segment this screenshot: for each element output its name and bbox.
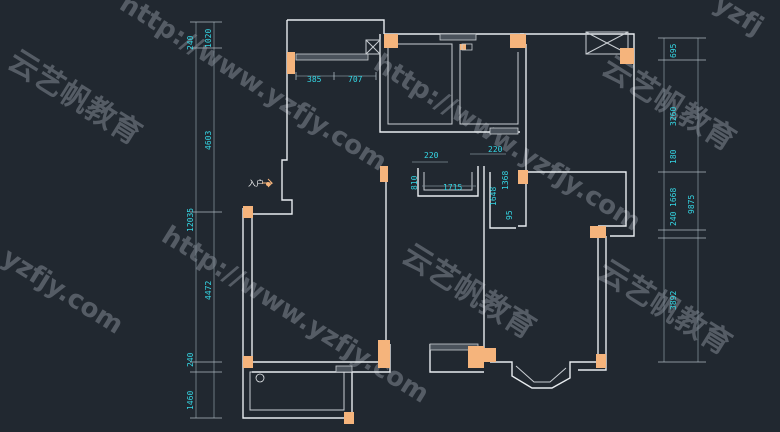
dim-right-695: 695 [669, 43, 678, 58]
detail-layer [255, 39, 473, 383]
dim-707: 707 [348, 75, 363, 84]
entrance-marker: 入户 [248, 178, 274, 188]
dim-left-4472: 4472 [204, 281, 213, 300]
entrance-label: 入户 [248, 178, 264, 188]
column [596, 354, 606, 368]
dim-1648: 1648 [489, 187, 498, 206]
column [518, 170, 528, 184]
wall-layer [242, 19, 635, 419]
dim-385: 385 [307, 75, 322, 84]
dim-left-240-bottom: 240 [186, 352, 195, 367]
column [287, 52, 295, 74]
dim-220-a: 220 [424, 151, 439, 160]
dim-right-3892: 3892 [669, 291, 678, 310]
watermark-brand-left: 云艺帆教育 [2, 43, 148, 152]
dim-left-1020: 1020 [204, 29, 213, 48]
dim-left-1460: 1460 [186, 391, 195, 410]
watermark-url-top: http://www.yzfjy.com [114, 0, 392, 178]
dim-right-180: 180 [669, 149, 678, 164]
column [243, 356, 253, 368]
interior-dimension-layer: 385 707 220 220 810 1715 1648 1368 95 [295, 72, 514, 220]
dim-right-1668: 1668 [669, 188, 678, 207]
column [380, 166, 388, 182]
left-dimension-chain: 240 1020 4603 12035 4472 240 1460 [186, 21, 222, 419]
dim-1368: 1368 [501, 171, 510, 190]
dim-1715: 1715 [443, 183, 462, 192]
right-dimension-chain: 695 3260 180 1668 240 9875 3892 [658, 37, 706, 363]
dim-left-4603: 4603 [204, 131, 213, 150]
column [378, 340, 390, 368]
column [384, 34, 398, 48]
column [484, 348, 496, 362]
column-layer [243, 34, 634, 424]
watermark-brand-right: 云艺帆教育 [596, 49, 742, 158]
watermark-url-left: yzfjy.com [0, 242, 128, 340]
column [620, 48, 634, 64]
column [510, 34, 526, 48]
watermark-url-bottom: http://www.yzfjy.com [156, 220, 434, 409]
dim-left-12035: 12035 [186, 208, 195, 232]
column [468, 346, 484, 368]
watermark-brand-center: 云艺帆教育 [396, 237, 542, 346]
dim-right-9875: 9875 [687, 195, 696, 214]
dim-810: 810 [410, 175, 419, 190]
dim-right-240: 240 [669, 211, 678, 226]
column [590, 226, 606, 238]
dim-right-3260: 3260 [669, 107, 678, 126]
column [344, 412, 354, 424]
column [243, 206, 253, 218]
watermark-brand-bottom-right: 云艺帆教育 [592, 253, 738, 362]
dim-left-240-top: 240 [186, 35, 195, 50]
watermark-url-corner: yzfj [708, 0, 768, 42]
dim-95: 95 [505, 210, 514, 220]
dim-220-b: 220 [488, 145, 503, 154]
